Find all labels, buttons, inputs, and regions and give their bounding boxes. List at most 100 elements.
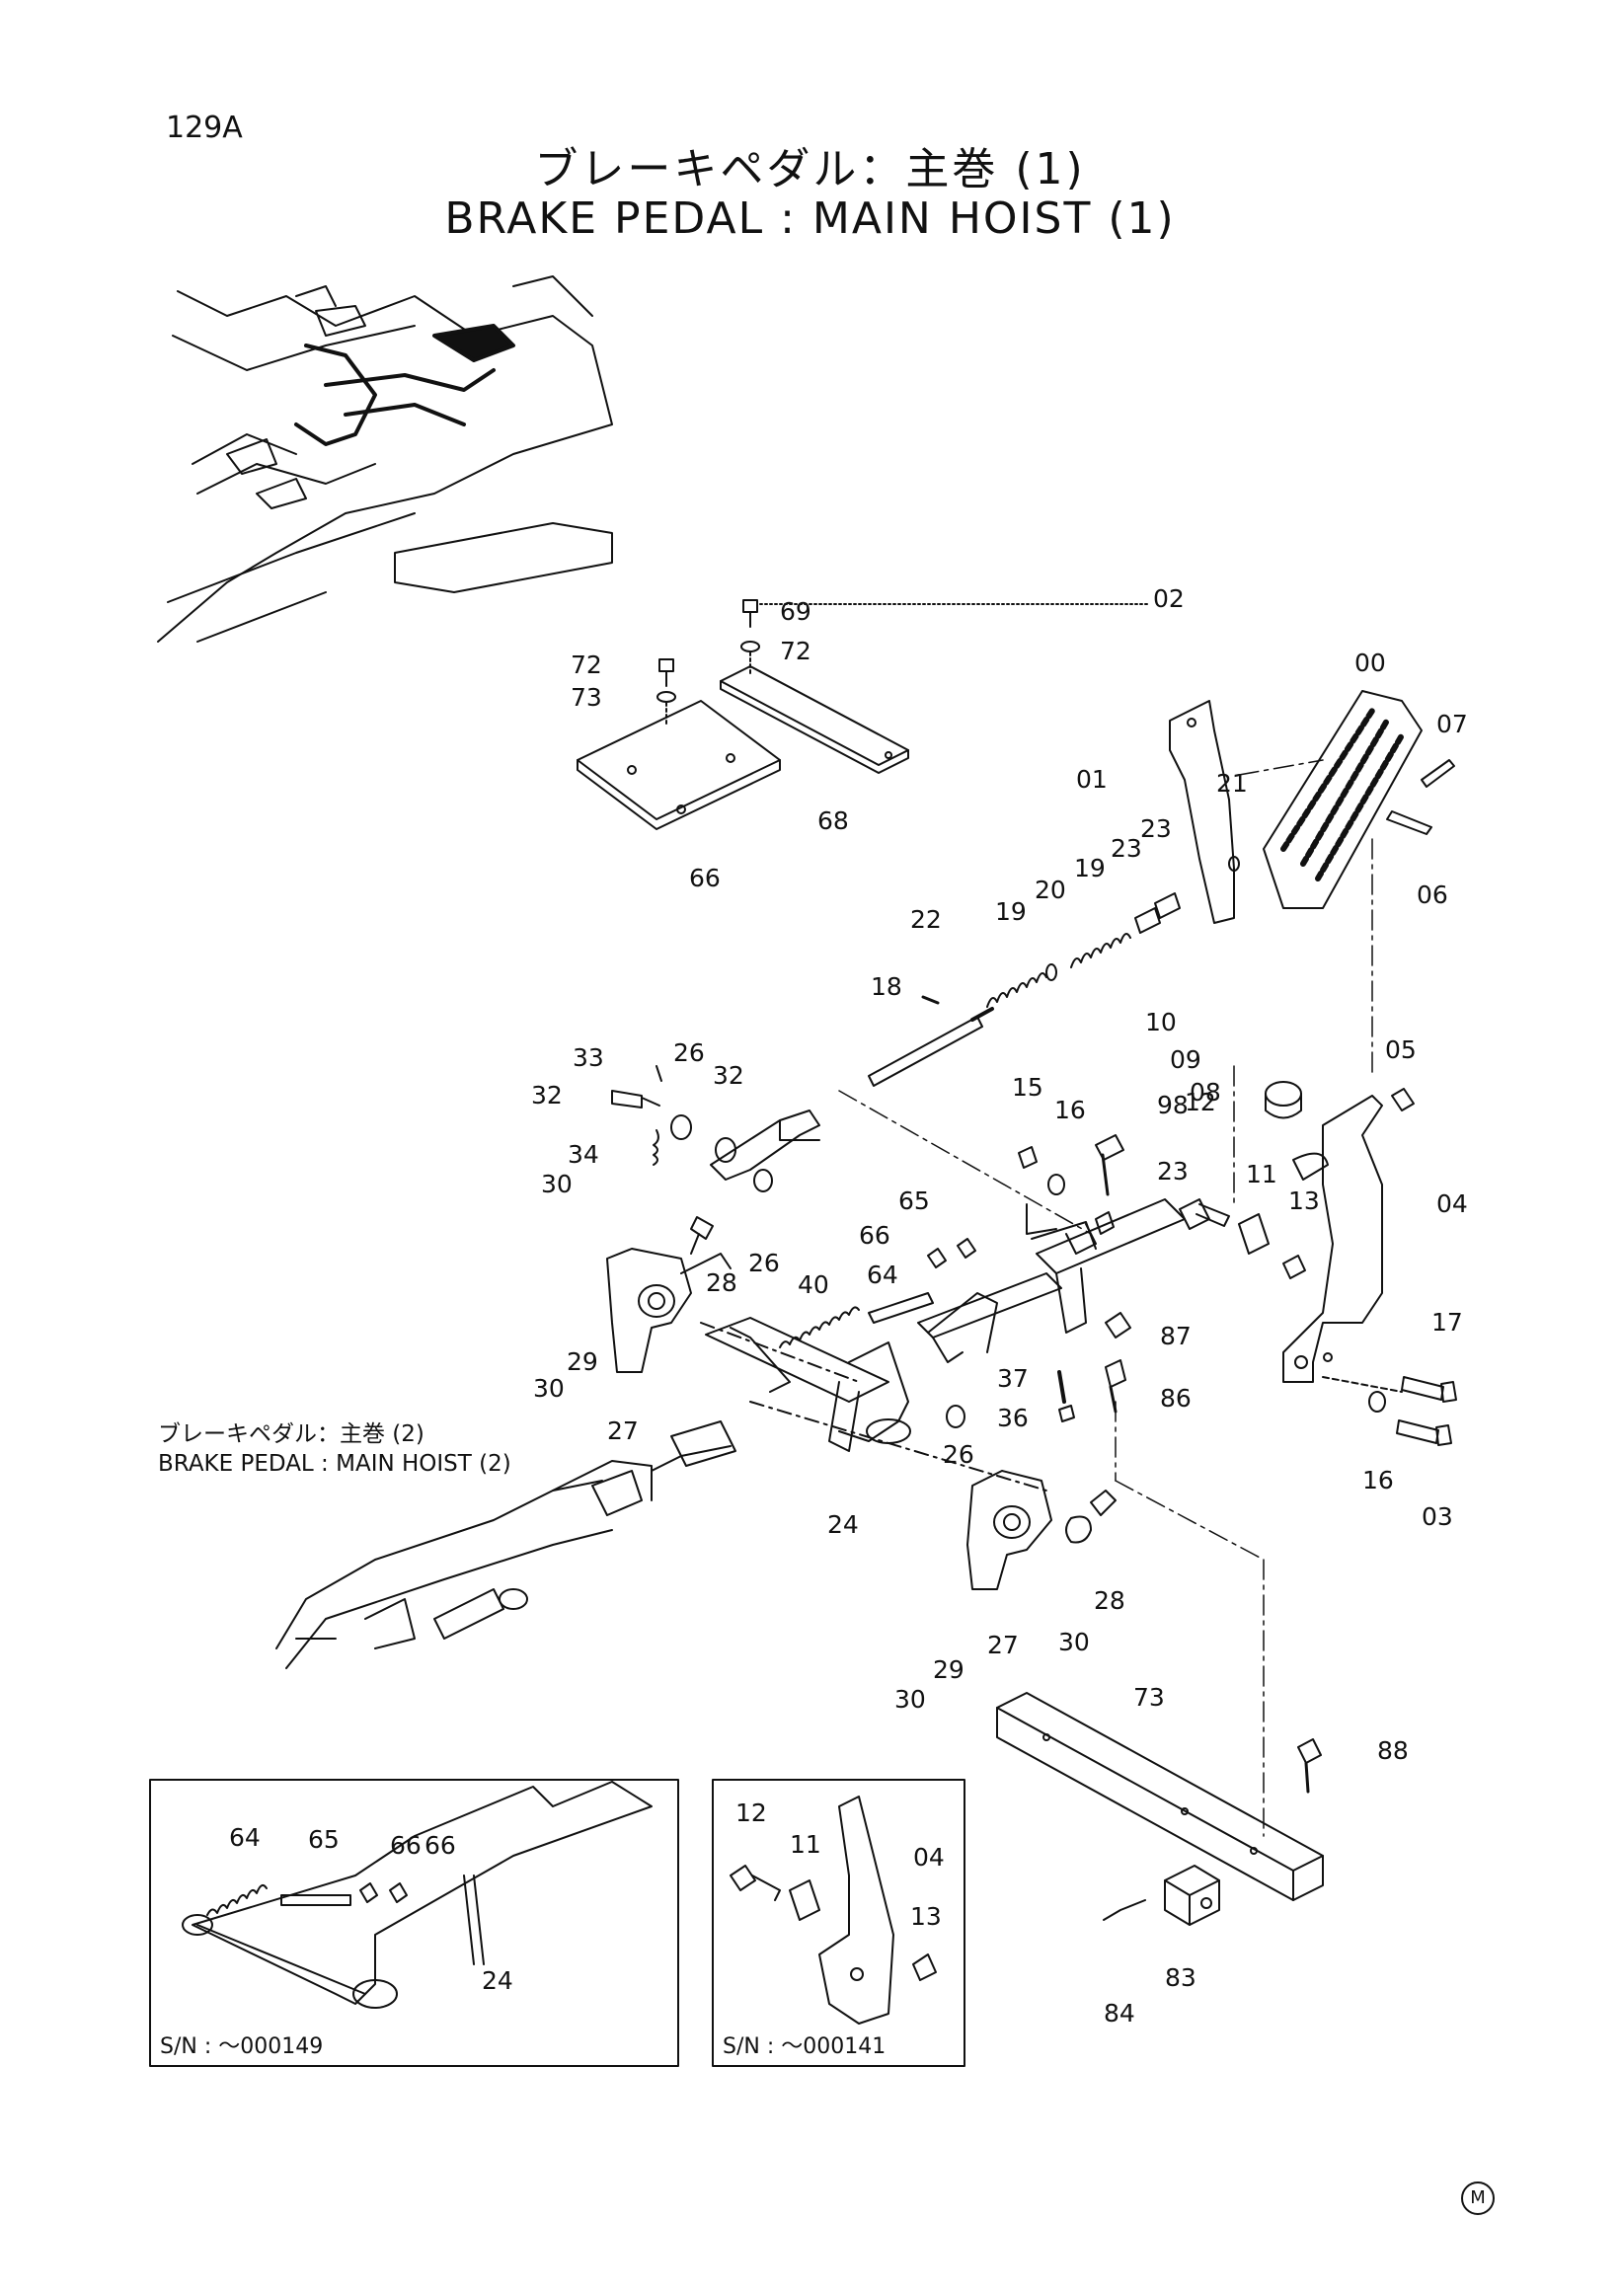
lever-04 [1265, 1081, 1415, 1383]
inset-right-callout-11: 11 [790, 1830, 821, 1859]
callout-28-b: 28 [1094, 1586, 1125, 1615]
callout-15: 15 [1012, 1073, 1043, 1102]
callout-73-a: 72 [780, 637, 811, 665]
callout-72-b: 72 [571, 651, 602, 679]
spring-64-rod-65 [779, 1238, 976, 1348]
inset-left-callout-24: 24 [482, 1966, 513, 1995]
inset-labels: 64 65 66 66 24 S/N : ～000149 12 11 04 13… [160, 1799, 945, 2059]
page-title-english: BRAKE PEDAL : MAIN HOIST (1) [444, 193, 1176, 244]
callout-23-a: 23 [1140, 814, 1172, 843]
callout-69: 68 [817, 806, 849, 835]
callout-03: 03 [1422, 1502, 1453, 1531]
callout-88: 88 [1377, 1736, 1409, 1765]
pedal-hardware-06-07 [1386, 759, 1455, 835]
inset-right-callout-13: 13 [910, 1902, 942, 1931]
bracket-84-bolts-85-88 [1103, 1738, 1322, 1926]
callout-17: 17 [1431, 1308, 1463, 1337]
callout-84: 83 [1165, 1963, 1196, 1992]
inset-right-serial-label: S/N : ～000141 [723, 2034, 886, 2059]
callout-30-b: 30 [894, 1685, 926, 1714]
page-number: 129A [166, 111, 243, 145]
callout-35: 33 [573, 1043, 604, 1072]
callout-06: 06 [1417, 880, 1448, 909]
callout-24: 24 [827, 1510, 859, 1539]
callout-33: 32 [713, 1061, 744, 1090]
inset-left-serial-label: S/N : ～000149 [160, 2034, 323, 2059]
callout-08: 08 [1190, 1078, 1221, 1107]
callout-10: 10 [1145, 1008, 1177, 1036]
bracket-27-lower [966, 1470, 1117, 1590]
callout-64-main: 40 [798, 1270, 829, 1299]
bolts-72-73 [656, 599, 1151, 727]
callout-09: 09 [1170, 1045, 1201, 1074]
callout-87: 87 [1160, 1322, 1192, 1350]
callout-66-a: 65 [898, 1186, 930, 1215]
bracket-33-and-bolts [611, 1065, 820, 1255]
callout-32-b: 30 [1058, 1628, 1090, 1656]
callout-23-c: 23 [1157, 1157, 1189, 1186]
callout-26-c: 26 [943, 1440, 974, 1469]
callout-26-b: 26 [748, 1249, 780, 1277]
callout-27-b: 27 [987, 1631, 1019, 1659]
bar-83 [996, 1692, 1324, 1901]
callout-28-a: 28 [706, 1268, 737, 1297]
callout-68: 66 [689, 864, 721, 892]
callout-12: 12 [1185, 1088, 1216, 1116]
pedal-pad-00 [1263, 690, 1423, 909]
callout-40: 37 [997, 1364, 1029, 1393]
callout-23-b: 23 [1111, 834, 1142, 863]
callout-16-a: 16 [1054, 1096, 1086, 1124]
callout-18: 18 [871, 972, 902, 1001]
callout-04: 04 [1436, 1189, 1468, 1218]
callout-07: 07 [1436, 710, 1468, 738]
callout-65-main: 64 [867, 1261, 898, 1289]
inset-left-callout-65: 65 [308, 1825, 340, 1854]
inset-left-callout-66-a: 66 [390, 1831, 422, 1860]
cross-reference-title-japanese: ブレーキペダル：主巻 (2) [158, 1421, 424, 1447]
cross-reference-text: ブレーキペダル：主巻 (2) BRAKE PEDAL : MAIN HOIST … [158, 1421, 511, 1477]
main-shaft-assembly [700, 1198, 1186, 1492]
callout-labels-main: 69 72 72 73 66 68 02 00 07 01 21 23 23 0… [531, 584, 1468, 2028]
callout-22: 22 [910, 905, 942, 934]
inset-left-callout-64: 64 [229, 1823, 261, 1852]
leader-lines [838, 759, 1373, 1837]
cover-plate-69 [720, 665, 909, 774]
callout-98: 98 [1157, 1091, 1189, 1119]
page-title-japanese: ブレーキペダル：主巻 (1) [534, 144, 1086, 194]
callout-19-a: 19 [1074, 854, 1106, 882]
bolts-03-17 [1322, 1376, 1457, 1446]
callout-21: 21 [1216, 769, 1248, 798]
pedal-lever-01 [1169, 700, 1235, 924]
callout-36: 34 [568, 1140, 599, 1169]
callout-29-b: 29 [933, 1655, 964, 1684]
callout-72-a: 69 [780, 597, 811, 626]
inset-right-callout-04: 04 [913, 1843, 945, 1872]
inset-box-left [149, 1779, 679, 2067]
inset-right-callout-12: 12 [735, 1799, 767, 1827]
callout-01: 01 [1076, 765, 1108, 794]
callout-11: 11 [1246, 1160, 1277, 1188]
bracket-27-upper [606, 1248, 732, 1373]
cross-reference-illustration [275, 1420, 736, 1669]
callout-66-b: 66 [859, 1221, 890, 1250]
locator-overview-illustration [157, 275, 613, 643]
callout-34: 32 [531, 1081, 563, 1110]
callout-26-a: 26 [673, 1038, 705, 1067]
bolt-12-collar-11-nut-13 [1179, 1198, 1306, 1279]
callout-19-b: 19 [995, 897, 1027, 926]
rod-18-with-springs [868, 856, 1240, 1087]
callout-30-a: 30 [533, 1374, 565, 1403]
callout-83: 73 [1133, 1683, 1165, 1712]
callout-16-b: 16 [1362, 1466, 1394, 1494]
callout-27-a: 27 [607, 1416, 639, 1445]
callout-02: 02 [1153, 584, 1185, 613]
cross-reference-title-english: BRAKE PEDAL : MAIN HOIST (2) [158, 1451, 511, 1477]
bolts-40-37-86-87-98-15-16-23 [1018, 1134, 1131, 1422]
callout-29-a: 29 [567, 1347, 598, 1376]
callout-05: 05 [1385, 1035, 1417, 1064]
callout-37: 36 [997, 1404, 1029, 1432]
inset-left-callout-66-b: 66 [424, 1831, 456, 1860]
callout-00: 00 [1354, 649, 1386, 677]
